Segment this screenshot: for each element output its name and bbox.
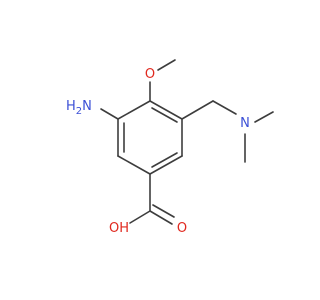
ring-bond-c2-c3-inner [151, 107, 178, 123]
bond-carboxyl-o-double-2 [152, 204, 175, 218]
ring-bond-c4-c5 [149, 155, 183, 175]
bond-ring-amino [100, 108, 119, 120]
bond-carboxyl-o-double-1 [149, 210, 173, 225]
ring-bond-c2-c3 [149, 100, 183, 120]
amino-h: H [66, 99, 76, 114]
amino-subscript: 2 [76, 106, 82, 117]
ring-bond-c5-c6 [117, 155, 151, 175]
ring-bond-c4-c5-inner [151, 152, 178, 168]
structure-canvas: H2N O N OH O [66, 59, 274, 236]
carboxyl-hydroxyl-label: OH [109, 221, 129, 236]
amino-n: N [82, 99, 92, 114]
ring-bond-c1-c2 [117, 100, 151, 120]
dimethylamino-nitrogen-label: N [240, 116, 250, 131]
amino-label: H2N [66, 99, 92, 117]
carboxyl-oxygen-label: O [177, 221, 187, 236]
bond-n-methyl-right [254, 111, 274, 123]
methoxy-oxygen-label: O [145, 67, 155, 82]
molecule-structure: H2N O N OH O [66, 59, 274, 236]
bond-carboxyl-oh [129, 210, 151, 224]
bond-ring-methylene [181, 100, 214, 120]
bond-methoxy-o-methyl [157, 59, 176, 71]
bond-methylene-n [212, 100, 237, 115]
